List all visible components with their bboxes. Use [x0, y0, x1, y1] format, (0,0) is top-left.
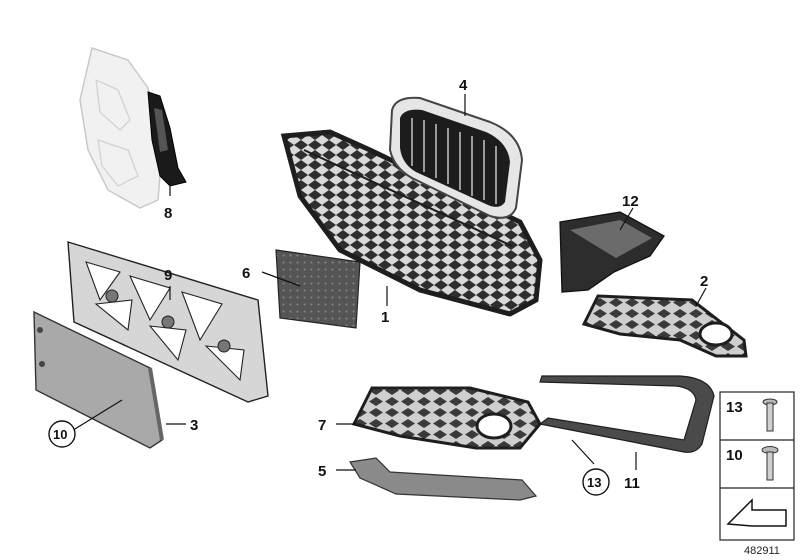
part-6-cover: [275, 249, 361, 329]
diagram-id: 482911: [744, 545, 780, 557]
callout-5: 5: [318, 463, 326, 480]
callout-13-circle: [582, 468, 610, 496]
callout-7: 7: [318, 417, 326, 434]
callout-10-circle: [48, 420, 76, 448]
callout-6: 6: [242, 265, 250, 282]
part-11-trim: [538, 375, 715, 453]
part-4-kidney-grille: [388, 96, 524, 219]
part-7-side-grille: [351, 386, 542, 450]
callout-3: 3: [190, 417, 198, 434]
callout-8: 8: [164, 205, 172, 222]
screw-icon: [762, 398, 778, 432]
leader-lines: [69, 94, 707, 471]
part-9-frame: [67, 241, 269, 403]
callout-13: 13: [587, 475, 601, 490]
part-3-plate-base: [33, 310, 164, 449]
callout-1: 1: [381, 309, 389, 326]
legend-label-10: 10: [726, 447, 743, 464]
callout-12: 12: [622, 193, 639, 210]
part-2-side-grille: [581, 294, 748, 358]
callout-11: 11: [624, 475, 640, 492]
callout-2: 2: [700, 273, 708, 290]
part-12-air-duct: [559, 211, 665, 293]
arrow-icon: [726, 498, 787, 527]
part-8-bracket: [79, 47, 187, 209]
part-1-center-grille: [280, 129, 543, 317]
part-5-lower-trim: [349, 457, 538, 501]
bolt-icon: [761, 446, 779, 481]
callout-10: 10: [53, 427, 67, 442]
callout-4: 4: [459, 77, 468, 94]
callout-9: 9: [164, 267, 172, 284]
fastener-legend: 13 10: [719, 391, 795, 541]
legend-label-13: 13: [726, 399, 743, 416]
